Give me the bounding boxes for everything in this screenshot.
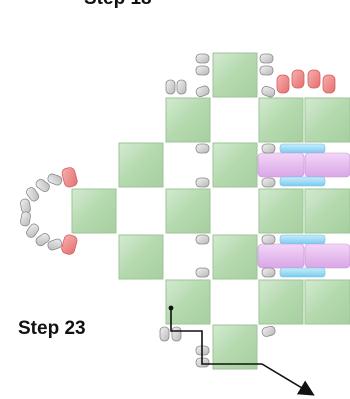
seed-bead [195,85,210,98]
seed-bead [260,54,273,63]
square-bead [305,98,350,142]
accent-bead [277,75,289,93]
seed-bead [196,54,209,63]
seed-bead [172,327,181,341]
square-bead [259,280,303,324]
seed-bead [20,211,31,226]
pink-bar-bead [258,244,304,268]
blue-bar-bead [280,235,325,244]
square-bead [119,143,163,187]
pink-bar-bead [305,244,350,268]
pink-bar-bead [258,153,304,177]
seed-bead [160,327,169,341]
square-bead [119,235,163,279]
accent-bead [61,166,78,188]
seed-bead [262,268,275,277]
square-bead [259,189,303,233]
blue-bar-bead [280,144,325,153]
seed-bead [261,85,276,98]
square-bead [166,98,210,142]
accent-bead [323,75,335,93]
seed-bead [260,66,273,75]
square-bead [166,280,210,324]
seed-bead [47,173,63,186]
step-label-bottom: Step 23 [18,318,86,340]
seed-bead [196,66,209,75]
seed-bead [196,268,209,277]
seed-bead [261,325,276,337]
square-bead [213,53,257,97]
square-bead [166,189,210,233]
square-bead [72,189,116,233]
seed-bead [196,144,209,153]
accent-bead [308,70,320,88]
seed-bead [196,178,209,187]
seed-bead [262,235,275,244]
square-bead [213,325,257,369]
accent-bead [61,234,78,256]
seed-bead [262,178,275,187]
square-bead [305,280,350,324]
square-beads [72,53,350,369]
seed-bead [166,80,175,94]
square-bead [305,189,350,233]
blue-bar-bead [280,177,325,186]
square-bead [213,235,257,279]
seed-bead [262,144,275,153]
seed-bead [196,235,209,244]
seed-bead-arc [20,173,63,251]
seed-bead [177,80,186,94]
accent-bead [292,70,304,88]
blue-bar-bead [280,268,325,277]
pink-bar-bead [305,153,350,177]
square-bead [213,143,257,187]
seed-bead [20,198,31,213]
square-bead [259,98,303,142]
